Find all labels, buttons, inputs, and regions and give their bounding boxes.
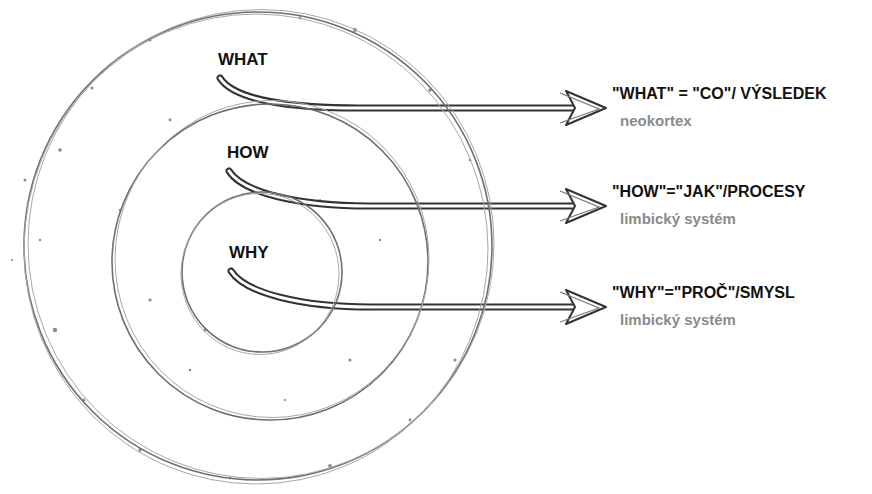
circle-outline bbox=[180, 190, 344, 354]
curved-arrow bbox=[229, 171, 606, 223]
circle-node: HOW WHY bbox=[110, 102, 430, 422]
arrow-head-sketch bbox=[560, 292, 599, 322]
arrow-head bbox=[566, 290, 606, 324]
sketch-ring bbox=[28, 10, 494, 479]
sketch-ring bbox=[115, 101, 429, 418]
sketch-ring bbox=[112, 104, 428, 420]
circle-label: HOW bbox=[227, 143, 269, 163]
brain-area-label: limbický systém bbox=[620, 209, 805, 229]
arrow-head bbox=[566, 91, 606, 125]
circle-node: WHY bbox=[180, 190, 344, 354]
result-heading: "WHAT" = "CO"/ VÝSLEDEK bbox=[612, 84, 827, 104]
arrow-head bbox=[566, 189, 606, 223]
result-heading: "HOW"="JAK"/PROCESY bbox=[612, 182, 805, 202]
circle-label: WHAT bbox=[218, 50, 268, 70]
arrow-shaft-fill bbox=[231, 271, 575, 307]
brain-area-label: neokortex bbox=[620, 111, 827, 131]
brain-area-label: limbický systém bbox=[620, 310, 795, 330]
arrow-head-sketch bbox=[560, 93, 599, 123]
circle-node: WHAT HOW WHY bbox=[22, 10, 494, 482]
arrow-shaft-outline bbox=[231, 271, 575, 307]
sketch-ring bbox=[24, 12, 492, 480]
result-node: "WHAT" = "CO"/ VÝSLEDEK neokortex bbox=[612, 84, 827, 131]
curved-arrow bbox=[220, 78, 606, 125]
dot-group bbox=[11, 17, 471, 480]
arrow-head-sketch bbox=[560, 191, 599, 221]
circle-label: WHY bbox=[229, 243, 269, 263]
result-heading: "WHY"="PROČ"/SMYSL bbox=[612, 283, 795, 303]
sketch-ring bbox=[181, 194, 339, 355]
result-node: "HOW"="JAK"/PROCESY limbický systém bbox=[612, 182, 805, 229]
result-node: "WHY"="PROČ"/SMYSL limbický systém bbox=[612, 283, 795, 330]
sketch-ring bbox=[24, 14, 488, 484]
circle-outline bbox=[110, 102, 430, 422]
